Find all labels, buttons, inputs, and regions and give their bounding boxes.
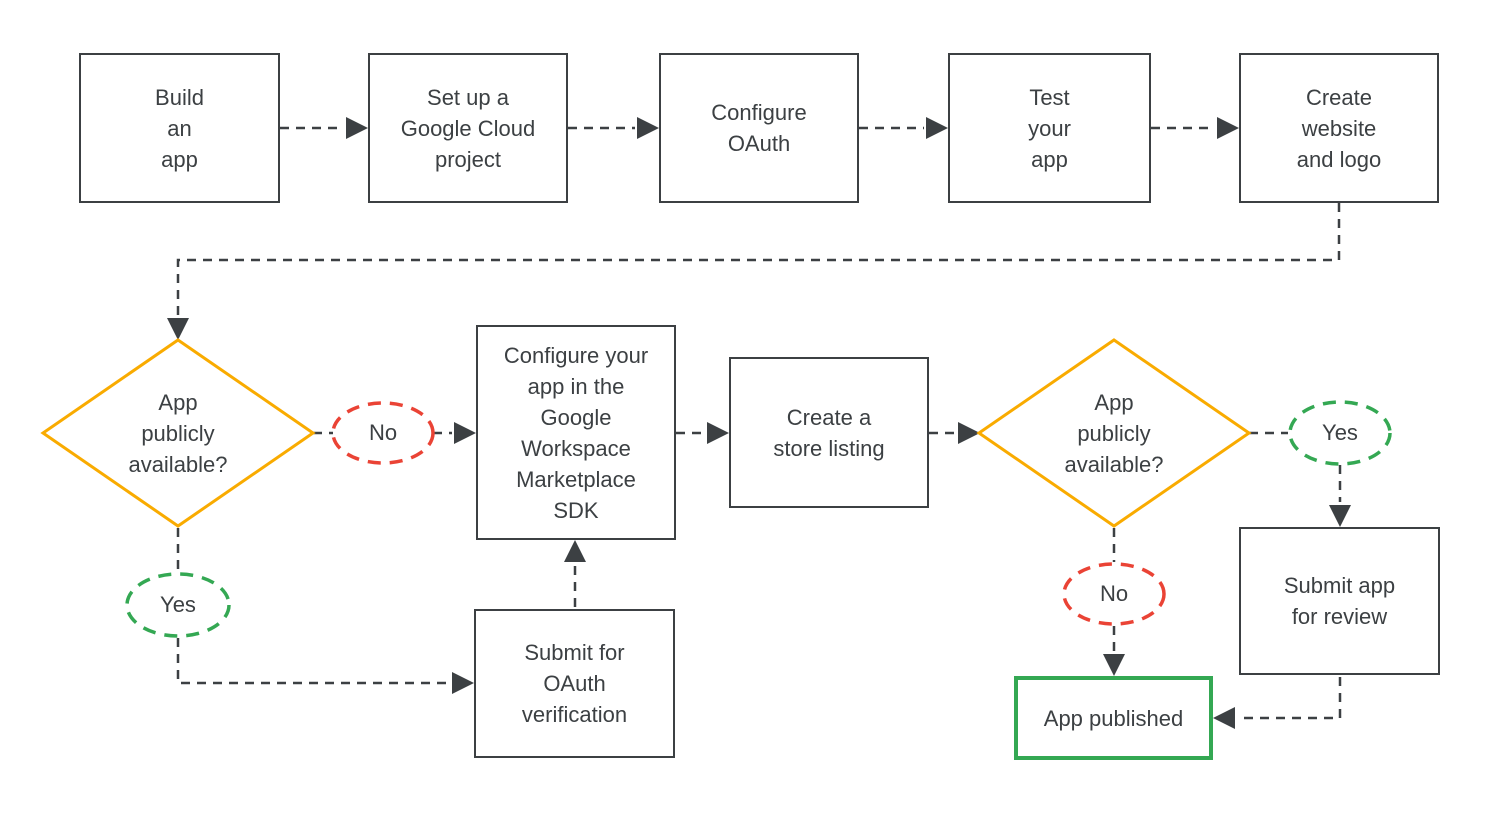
- yes1-label: Yes: [160, 592, 196, 617]
- step-create-website-label: Create website and logo: [1296, 84, 1382, 172]
- arrow-into-review: [1329, 505, 1351, 527]
- no2-ellipse: [1062, 562, 1166, 626]
- step-configure-sdk: Configure your app in the Google Workspa…: [476, 325, 676, 540]
- no2-label: No: [1099, 581, 1129, 606]
- yes2-ellipse: [1288, 400, 1392, 466]
- step-test-app-label: Test your app: [1028, 84, 1071, 172]
- step-submit-review: Submit app for review: [1239, 527, 1440, 675]
- step-setup-project: Set up a Google Cloud project: [368, 53, 568, 203]
- step-submit-review-label: Submit app for review: [1283, 573, 1396, 629]
- step-create-website: Create website and logo: [1239, 53, 1439, 203]
- step-configure-oauth-label: Configure OAuth: [711, 100, 807, 156]
- arrow-into-website: [1217, 117, 1239, 139]
- yes1-ellipse: [125, 572, 231, 638]
- decision2-label-box: App publicly available?: [994, 386, 1234, 480]
- decision1-label-box: App publicly available?: [58, 386, 298, 480]
- arrow-into-sdk: [454, 422, 476, 444]
- arrow-into-decision1: [167, 318, 189, 340]
- step-store-listing-label: Create a store listing: [773, 404, 885, 461]
- edge-review-to-published: [1237, 677, 1342, 720]
- step-setup-project-label: Set up a Google Cloud project: [400, 84, 536, 172]
- decision2-label: App publicly available?: [1064, 389, 1164, 477]
- yes1-label-box: Yes: [128, 590, 228, 620]
- arrow-into-listing: [707, 422, 729, 444]
- step-configure-sdk-label: Configure your app in the Google Workspa…: [503, 342, 649, 523]
- arrow-into-oauth: [637, 117, 659, 139]
- arrow-into-published-right: [1213, 707, 1235, 729]
- edge-yes1-to-submit-oauth: [176, 638, 450, 685]
- no1-label-box: No: [333, 418, 433, 448]
- arrow-into-published-top: [1103, 654, 1125, 676]
- decision1-label: App publicly available?: [128, 389, 228, 477]
- yes2-label: Yes: [1322, 420, 1358, 445]
- step-submit-oauth-label: Submit for OAuth verification: [521, 640, 628, 727]
- edge-website-to-decision1: [176, 203, 1341, 315]
- arrowheads: [167, 117, 1351, 729]
- step-configure-oauth: Configure OAuth: [659, 53, 859, 203]
- arrow-into-test: [926, 117, 948, 139]
- no1-ellipse: [331, 401, 435, 465]
- step-app-published: App published: [1014, 676, 1213, 760]
- step-build-app: Build an app: [79, 53, 280, 203]
- yes2-label-box: Yes: [1290, 418, 1390, 448]
- step-app-published-label: App published: [1043, 705, 1184, 731]
- step-build-app-label: Build an app: [155, 84, 204, 172]
- no2-label-box: No: [1064, 579, 1164, 609]
- decision2-diamond: [976, 338, 1252, 528]
- step-store-listing: Create a store listing: [729, 357, 929, 508]
- step-submit-oauth: Submit for OAuth verification: [474, 609, 675, 758]
- arrow-into-setup: [346, 117, 368, 139]
- step-test-app: Test your app: [948, 53, 1151, 203]
- arrow-up-into-sdk: [564, 540, 586, 562]
- decision1-diamond: [40, 338, 316, 528]
- arrow-into-submit-oauth: [452, 672, 474, 694]
- no1-label: No: [368, 420, 398, 445]
- arrow-into-decision2: [958, 422, 980, 444]
